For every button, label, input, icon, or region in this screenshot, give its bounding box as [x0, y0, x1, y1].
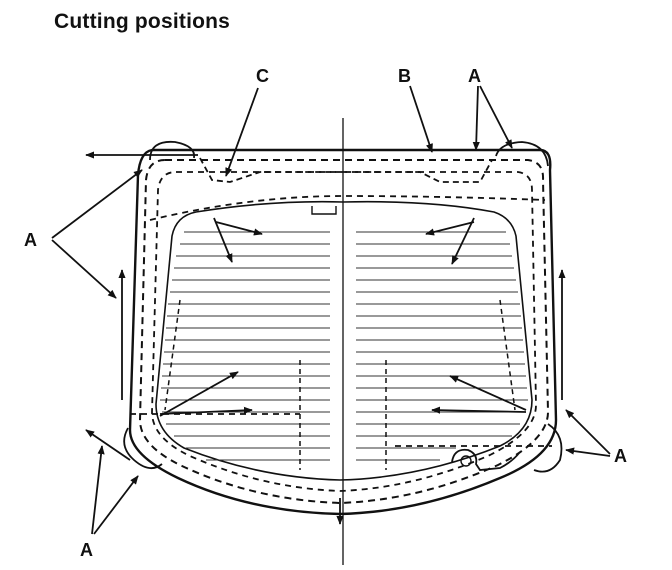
cut-line-arch: [149, 195, 546, 221]
label-leaders: [51, 85, 611, 535]
label-b: B: [398, 66, 411, 86]
corner-bump-top-right: [495, 141, 549, 167]
keyhole-notch: [451, 448, 521, 471]
glass-outline: [155, 200, 533, 481]
keyhole-circle: [460, 455, 472, 467]
glass-center-clip: [311, 206, 337, 215]
outside-arrows: [85, 151, 566, 461]
diagram-title: Cutting positions: [54, 10, 231, 33]
label-a-left: A: [24, 230, 37, 250]
label-a-top: A: [468, 66, 481, 86]
label-a-right: A: [614, 446, 627, 466]
internal-guide-lines: [164, 299, 516, 470]
corner-bump-bottom-left: [123, 427, 163, 470]
label-c: C: [256, 66, 269, 86]
cut-line-bottom: [130, 413, 552, 447]
corner-bump-bottom-right: [533, 423, 563, 473]
cut-line-c-recess: [199, 157, 493, 183]
cut-line-inner: [151, 171, 537, 492]
corner-bump-top-left: [149, 140, 196, 161]
defroster-lines-right: [356, 231, 528, 461]
cut-direction-arrows: [159, 217, 527, 525]
defroster-lines-left: [160, 231, 330, 461]
label-a-bottom: A: [80, 540, 93, 560]
